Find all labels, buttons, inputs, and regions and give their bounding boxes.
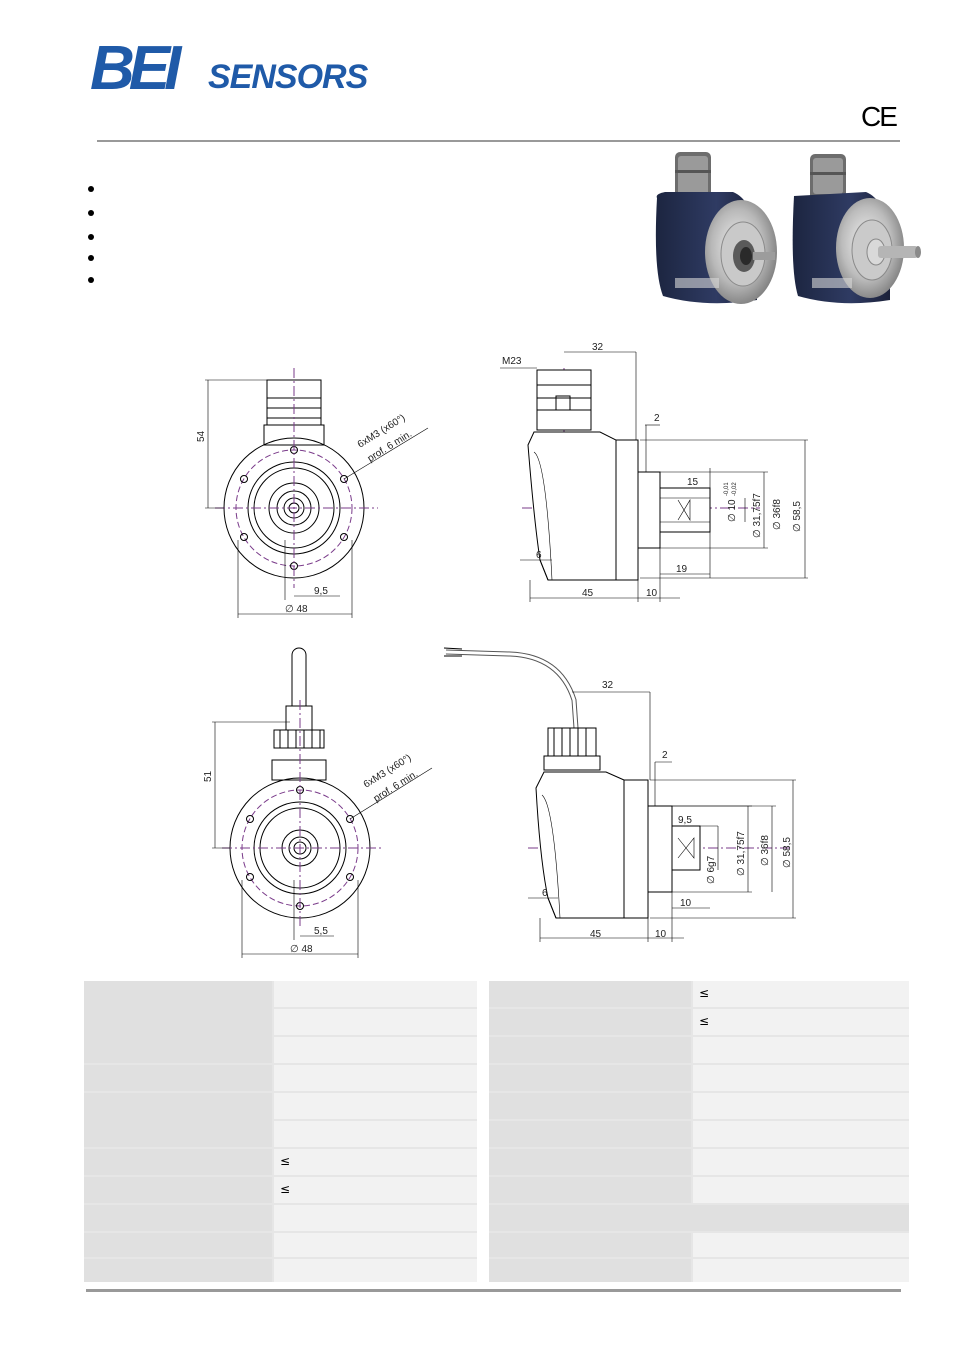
table-cell [274, 1009, 477, 1035]
table-cell [489, 1149, 691, 1175]
dim-offset-top: 9,5 [314, 586, 328, 597]
table-cell-leq: ≤ [274, 1149, 477, 1175]
dim-6-bottom: 6 [542, 888, 548, 899]
table-section-header [489, 1205, 909, 1231]
table-cell [693, 1093, 909, 1119]
table-cell [84, 1177, 272, 1203]
technical-drawing-top: 54 9,5 ∅ 48 6xM3 (x60°) prof. 6 min. M23… [196, 342, 808, 618]
dim-offset-bottom: 5,5 [314, 926, 328, 937]
table-cell [693, 1121, 909, 1147]
dim-45-top: 45 [582, 588, 594, 599]
dim-36-bottom: ∅ 36f8 [760, 835, 771, 866]
header-divider [97, 140, 900, 142]
table-cell [489, 1121, 691, 1147]
technical-drawing-bottom: 51 5,5 ∅ 48 6xM3 (x60°) prof. 6 min. 32 … [203, 647, 796, 958]
dim-2-top: 2 [654, 413, 660, 424]
table-cell-leq: ≤ [274, 1177, 477, 1203]
side-view-bottom [443, 647, 701, 919]
logo-sensors-text: SENSORS [208, 58, 368, 96]
table-cell [693, 1177, 909, 1203]
table-cell [274, 1233, 477, 1257]
dim-95-bottom: 9,5 [678, 815, 692, 826]
front-view-bottom [229, 647, 371, 919]
logo-bei-text: BEI [90, 34, 181, 103]
table-cell [84, 1065, 272, 1091]
dim-10a-bottom: 10 [680, 898, 692, 909]
list-bullet [88, 234, 94, 240]
table-cell [274, 1093, 477, 1119]
dim-10-top: 10 [646, 588, 658, 599]
connector-label: M23 [502, 356, 522, 367]
dim-bore-top: ∅ 10 [727, 499, 738, 522]
table-cell [489, 1177, 691, 1203]
table-cell [84, 1149, 272, 1175]
dim-585-top: ∅ 58,5 [792, 501, 803, 532]
dim-height-bottom: 51 [203, 770, 214, 782]
dim-3175-bottom: ∅ 31,75f7 [736, 831, 747, 876]
table-cell [84, 1233, 272, 1257]
tol-lower: -0,02 [732, 482, 738, 496]
table-cell [274, 1037, 477, 1063]
table-cell [489, 1259, 691, 1282]
table-cell [693, 1065, 909, 1091]
list-bullet [88, 255, 94, 261]
table-cell [489, 1093, 691, 1119]
table-cell [274, 1259, 477, 1282]
table-cell [274, 1205, 477, 1231]
dim-10b-bottom: 10 [655, 929, 667, 940]
table-cell [489, 1009, 691, 1035]
table-cell [84, 1259, 272, 1282]
table-cell [489, 1065, 691, 1091]
dim-45-bottom: 45 [590, 929, 602, 940]
side-view-top [527, 369, 711, 581]
table-cell-leq: ≤ [693, 1009, 909, 1035]
spec-table-left: ≤ ≤ [84, 981, 477, 1282]
dim-36-top: ∅ 36f8 [772, 499, 783, 530]
list-bullet [88, 277, 94, 283]
table-cell [693, 1233, 909, 1257]
table-cell [489, 981, 691, 1007]
dim-6g7-bottom: ∅ 6g7 [706, 855, 717, 884]
dim-6-top: 6 [536, 550, 542, 561]
encoder-photo-hollow-shaft [655, 152, 777, 304]
table-cell [274, 1121, 477, 1147]
dim-diameter-bottom: ∅ 48 [290, 944, 313, 955]
table-cell [84, 1205, 272, 1231]
table-cell [489, 1233, 691, 1257]
spec-table-right: ≤ ≤ [489, 981, 909, 1282]
encoder-photo-solid-shaft [792, 154, 921, 304]
dim-2-bottom: 2 [662, 750, 668, 761]
table-cell [84, 1093, 272, 1147]
dim-height-top: 54 [196, 430, 207, 442]
list-bullet [88, 186, 94, 192]
ce-mark: CE [861, 101, 898, 132]
table-cell [274, 1065, 477, 1091]
list-bullet [88, 210, 94, 216]
footer-divider [86, 1289, 901, 1292]
table-cell [84, 981, 272, 1063]
dim-32-bottom: 32 [602, 680, 614, 691]
table-cell [693, 1149, 909, 1175]
table-cell [693, 1037, 909, 1063]
dim-15-top: 15 [687, 477, 699, 488]
dim-19-top: 19 [676, 564, 688, 575]
tol-upper: -0,01 [724, 482, 730, 496]
dim-diameter-top: ∅ 48 [285, 604, 308, 615]
table-cell-leq: ≤ [693, 981, 909, 1007]
dim-585-bottom: ∅ 58,5 [782, 837, 793, 868]
table-cell [489, 1037, 691, 1063]
table-cell [274, 981, 477, 1007]
table-cell [693, 1259, 909, 1282]
dim-32-top: 32 [592, 342, 604, 353]
dim-3175-top: ∅ 31,75f7 [752, 493, 763, 538]
